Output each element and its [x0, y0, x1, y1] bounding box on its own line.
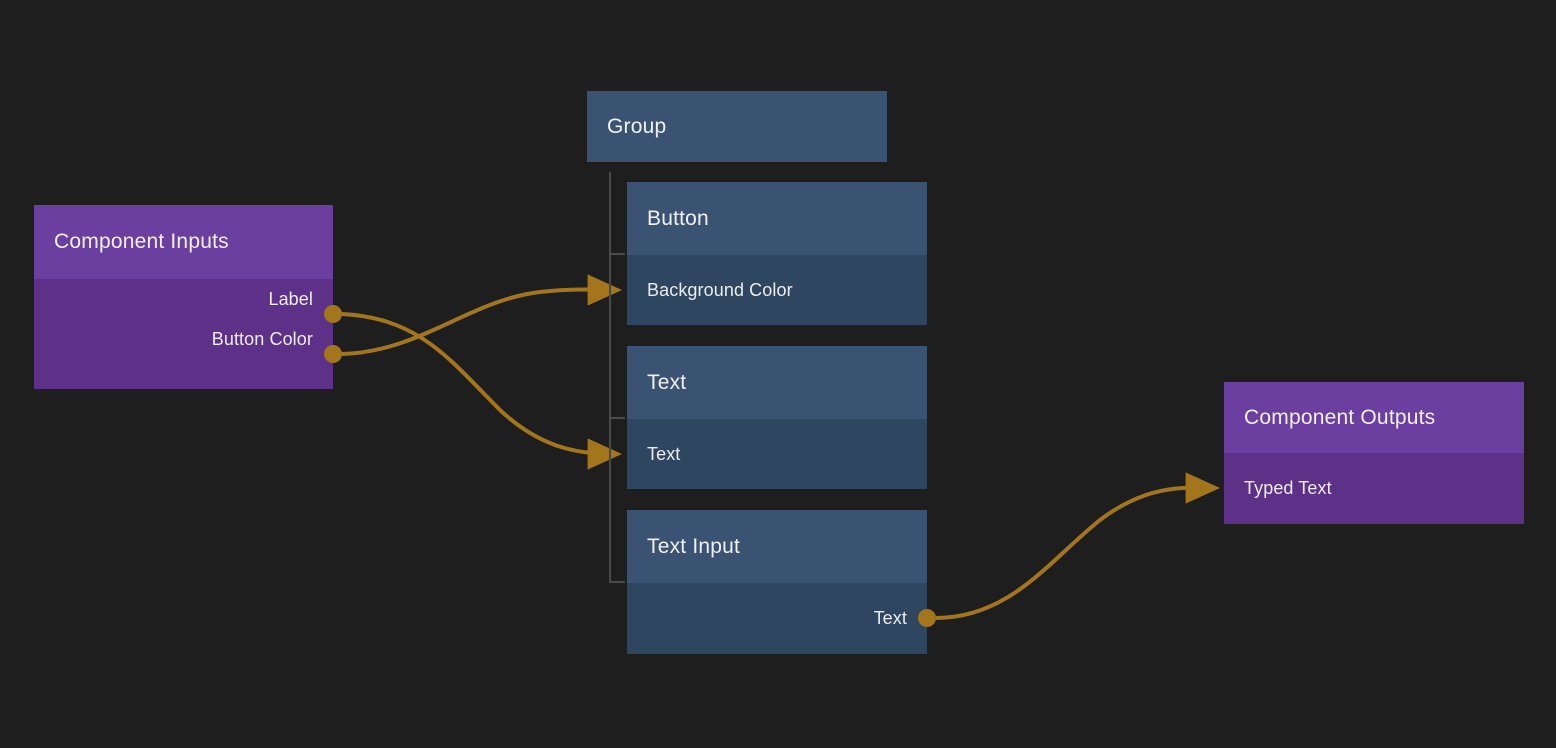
port-label-typed-text: Typed Text [1244, 478, 1332, 498]
node-button-header: Button [627, 182, 927, 255]
node-group-header: Group [587, 91, 887, 162]
group-tree-branch-text-input [609, 581, 625, 583]
node-text-input-header: Text Input [627, 510, 927, 583]
port-label-text-in: Text [647, 443, 681, 464]
edge-button-color-to-background-color [341, 274, 623, 356]
node-group-title: Group [607, 114, 667, 138]
node-component-inputs-title: Component Inputs [54, 230, 229, 253]
node-text[interactable]: Text Text [627, 346, 927, 489]
group-tree-branch-button [609, 253, 625, 255]
port-row-label[interactable]: Label [34, 279, 333, 319]
port-label-text-out: Text [873, 608, 907, 628]
group-tree-branch-text [609, 417, 625, 419]
port-dot-label[interactable] [324, 305, 342, 323]
port-label-label: Label [268, 288, 313, 309]
edge-label-to-text [341, 312, 623, 470]
port-dot-button-color[interactable] [324, 345, 342, 363]
node-text-input-body: Text [627, 583, 927, 654]
port-row-background-color[interactable]: Background Color [627, 255, 927, 325]
node-component-outputs-title: Component Outputs [1244, 405, 1436, 429]
node-text-body: Text [627, 419, 927, 489]
node-button[interactable]: Button Background Color [627, 182, 927, 325]
node-component-inputs[interactable]: Component Inputs Label Button Color [34, 205, 333, 389]
port-label-button-color: Button Color [211, 328, 313, 349]
node-component-outputs-body: Typed Text [1224, 453, 1524, 524]
node-button-title: Button [647, 206, 709, 230]
port-row-button-color[interactable]: Button Color [34, 319, 333, 359]
node-component-inputs-header: Component Inputs [34, 205, 333, 279]
node-component-outputs[interactable]: Component Outputs Typed Text [1224, 382, 1524, 524]
port-label-background-color: Background Color [647, 279, 793, 300]
port-row-text-in[interactable]: Text [627, 419, 927, 489]
node-text-input[interactable]: Text Input Text [627, 510, 927, 654]
node-text-header: Text [627, 346, 927, 419]
node-text-input-title: Text Input [647, 534, 741, 558]
node-group[interactable]: Group [587, 91, 887, 162]
node-component-inputs-body: Label Button Color [34, 279, 333, 389]
port-row-text-out[interactable]: Text [627, 583, 927, 654]
port-dot-text-out[interactable] [918, 609, 936, 627]
edge-text-to-typed-text [935, 472, 1221, 620]
port-row-typed-text[interactable]: Typed Text [1224, 453, 1524, 524]
node-text-title: Text [647, 370, 687, 394]
node-component-outputs-header: Component Outputs [1224, 382, 1524, 453]
node-button-body: Background Color [627, 255, 927, 325]
group-tree-trunk [609, 172, 611, 583]
